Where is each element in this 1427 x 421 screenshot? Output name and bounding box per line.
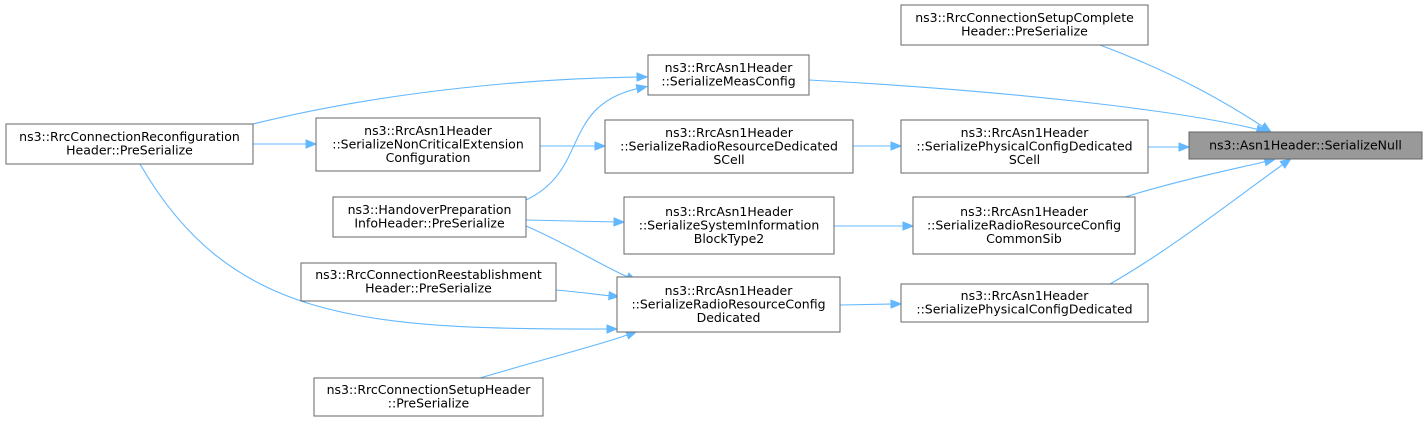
call-edge [808, 79, 1261, 131]
node-label: ns3::RrcAsn1Header [364, 123, 493, 138]
node-label: ns3::RrcAsn1Header [961, 125, 1090, 140]
node-label: ::SerializeMeasConfig [661, 74, 795, 89]
node-box [912, 196, 1136, 255]
node-box [900, 283, 1149, 323]
node-label: Header::PreSerialize [365, 281, 492, 296]
node-label: SCell [1009, 152, 1040, 167]
node-label: Configuration [386, 150, 471, 165]
node-box [616, 276, 841, 333]
call-edge [1109, 162, 1286, 285]
node-label: SCell [713, 152, 744, 167]
call-edge [1099, 44, 1266, 129]
node-box [604, 119, 854, 174]
call-edge [252, 76, 641, 125]
graph-node-meas-config[interactable]: ns3::RrcAsn1Header::SerializeMeasConfig [647, 54, 810, 96]
graph-node-reestablish[interactable]: ns3::RrcConnectionReestablishmentHeader:… [300, 262, 557, 302]
graph-node-sib2[interactable]: ns3::RrcAsn1Header::SerializeSystemInfor… [623, 196, 835, 255]
node-label: ns3::HandoverPreparation [348, 202, 512, 217]
node-label: InfoHeader::PreSerialize [354, 216, 505, 231]
node-label: ns3::RrcAsn1Header [961, 288, 1090, 303]
node-label: ::SerializePhysicalConfigDedicated [916, 138, 1132, 153]
graph-node-root[interactable]: ns3::Asn1Header::SerializeNull [1188, 131, 1423, 160]
node-box [332, 196, 527, 238]
arrowhead-icon [902, 221, 915, 231]
call-edge [525, 219, 618, 223]
call-edge [839, 303, 895, 306]
node-label: ::PreSerialize [388, 396, 470, 411]
arrowhead-icon [890, 299, 903, 309]
arrowhead-icon [1279, 158, 1292, 169]
node-label: Header::PreSerialize [961, 24, 1088, 39]
call-edge [139, 163, 611, 330]
node-label: ns3::Asn1Header::SerializeNull [1209, 137, 1402, 152]
node-label: ns3::RrcConnectionSetupHeader [327, 382, 532, 397]
call-edge [479, 333, 631, 379]
node-label: ns3::RrcConnectionReestablishment [315, 267, 542, 282]
graph-node-noncritical[interactable]: ns3::RrcAsn1Header::SerializeNonCritical… [315, 117, 541, 172]
node-label: ::SerializeSystemInformation [639, 217, 820, 232]
graph-node-setup-complete[interactable]: ns3::RrcConnectionSetupCompleteHeader::P… [900, 4, 1149, 46]
arrowhead-icon [636, 72, 649, 82]
node-box [900, 119, 1149, 174]
node-label: CommonSib [986, 231, 1062, 246]
graph-node-phys-scell[interactable]: ns3::RrcAsn1Header::SerializePhysicalCon… [900, 119, 1149, 174]
node-box [647, 54, 810, 96]
node-box [313, 377, 544, 417]
node-label: ::SerializeRadioResourceConfig [927, 217, 1121, 232]
arrowhead-icon [594, 141, 607, 151]
arrowhead-icon [1178, 142, 1191, 152]
graph-node-setup-header[interactable]: ns3::RrcConnectionSetupHeader::PreSerial… [313, 377, 544, 417]
node-label: ::SerializeNonCriticalExtension [332, 136, 524, 151]
node-label: Dedicated [697, 310, 761, 325]
node-box [900, 4, 1149, 46]
node-box [623, 196, 835, 255]
node-box [5, 123, 254, 165]
call-edge [525, 225, 631, 279]
node-label: ns3::RrcAsn1Header [665, 204, 794, 219]
node-label: ::SerializePhysicalConfigDedicated [916, 302, 1132, 317]
node-label: ns3::RrcConnectionSetupComplete [915, 10, 1134, 25]
node-label: ns3::RrcAsn1Header [960, 204, 1089, 219]
node-box [315, 117, 541, 172]
node-label: ns3::RrcAsn1Header [665, 60, 794, 75]
node-label: ::SerializeRadioResourceConfig [631, 296, 825, 311]
node-label: BlockType2 [694, 231, 764, 246]
arrowhead-icon [608, 290, 621, 301]
node-box [1188, 131, 1423, 160]
node-label: ::SerializeRadioResourceDedicated [620, 138, 838, 153]
graph-node-rrc-common-sib[interactable]: ns3::RrcAsn1Header::SerializeRadioResour… [912, 196, 1136, 255]
arrowhead-icon [606, 324, 619, 334]
node-label: ns3::RrcAsn1Header [665, 283, 794, 298]
node-label: Header::PreSerialize [66, 143, 193, 158]
node-box [300, 262, 557, 302]
graph-node-rrc-ded[interactable]: ns3::RrcAsn1Header::SerializeRadioResour… [616, 276, 841, 333]
graph-node-phys-ded[interactable]: ns3::RrcAsn1Header::SerializePhysicalCon… [900, 283, 1149, 323]
graph-node-reconfig[interactable]: ns3::RrcConnectionReconfigurationHeader:… [5, 123, 254, 165]
nodes-layer: ns3::Asn1Header::SerializeNullns3::RrcCo… [5, 4, 1423, 417]
node-label: ns3::RrcAsn1Header [665, 125, 794, 140]
arrowhead-icon [305, 139, 318, 149]
call-edge [525, 87, 641, 201]
graph-node-rrd-scell[interactable]: ns3::RrcAsn1Header::SerializeRadioResour… [604, 119, 854, 174]
call-edge [1124, 160, 1269, 198]
call-edge [555, 289, 613, 297]
node-label: ns3::RrcConnectionReconfiguration [19, 129, 240, 144]
arrowhead-icon [890, 141, 903, 151]
arrowhead-icon [613, 217, 626, 227]
arrowhead-icon [635, 84, 649, 94]
graph-node-handover[interactable]: ns3::HandoverPreparationInfoHeader::PreS… [332, 196, 527, 238]
